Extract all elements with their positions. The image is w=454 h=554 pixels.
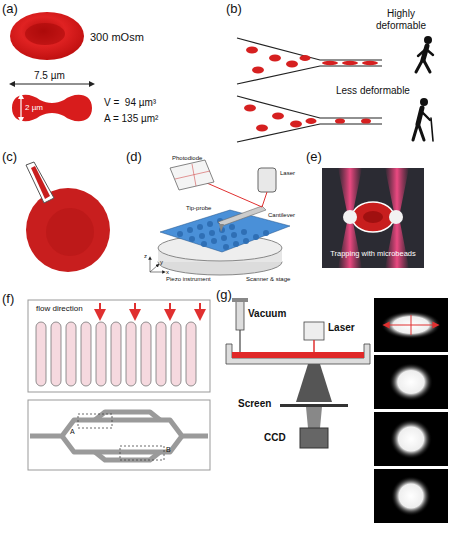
axis-label: x bbox=[166, 269, 169, 276]
part-label: Laser bbox=[280, 170, 295, 177]
panel-label: (f) bbox=[2, 292, 14, 307]
part-label: Cantilever bbox=[268, 212, 295, 219]
part-label: Scanner & stage bbox=[246, 276, 290, 283]
panel-label: (e) bbox=[306, 150, 322, 165]
panel-label: (c) bbox=[2, 150, 17, 165]
part-label: Piezo instrument bbox=[166, 276, 211, 283]
panel-caption: Trapping with microbeads bbox=[330, 250, 416, 259]
area-label: A = 135 µm² bbox=[104, 113, 158, 125]
region-label: B bbox=[166, 446, 171, 454]
part-label: Laser bbox=[328, 322, 355, 334]
part-label: Vacuum bbox=[248, 308, 286, 320]
condition-label: Less deformable bbox=[336, 85, 410, 97]
region-label: A bbox=[70, 428, 75, 436]
dimension-label: 2 µm bbox=[25, 103, 43, 112]
part-label: Photodiode bbox=[172, 155, 202, 162]
panel-label: (d) bbox=[126, 150, 142, 165]
osmolarity-label: 300 mOsm bbox=[90, 31, 144, 44]
flow-label: flow direction bbox=[36, 304, 83, 313]
volume-label: V = 94 µm³ bbox=[104, 97, 156, 109]
part-label: Screen bbox=[238, 398, 271, 410]
panel-label: (a) bbox=[2, 2, 18, 17]
condition-label: Highly deformable bbox=[370, 8, 432, 31]
dimension-label: 7.5 µm bbox=[34, 70, 65, 82]
part-label: CCD bbox=[264, 432, 286, 444]
panel-label: (b) bbox=[226, 2, 242, 17]
panel-label: (g) bbox=[216, 288, 232, 303]
part-label: Tip-probe bbox=[186, 205, 211, 212]
axis-label: z bbox=[144, 253, 147, 260]
axis-label: y bbox=[160, 259, 163, 266]
